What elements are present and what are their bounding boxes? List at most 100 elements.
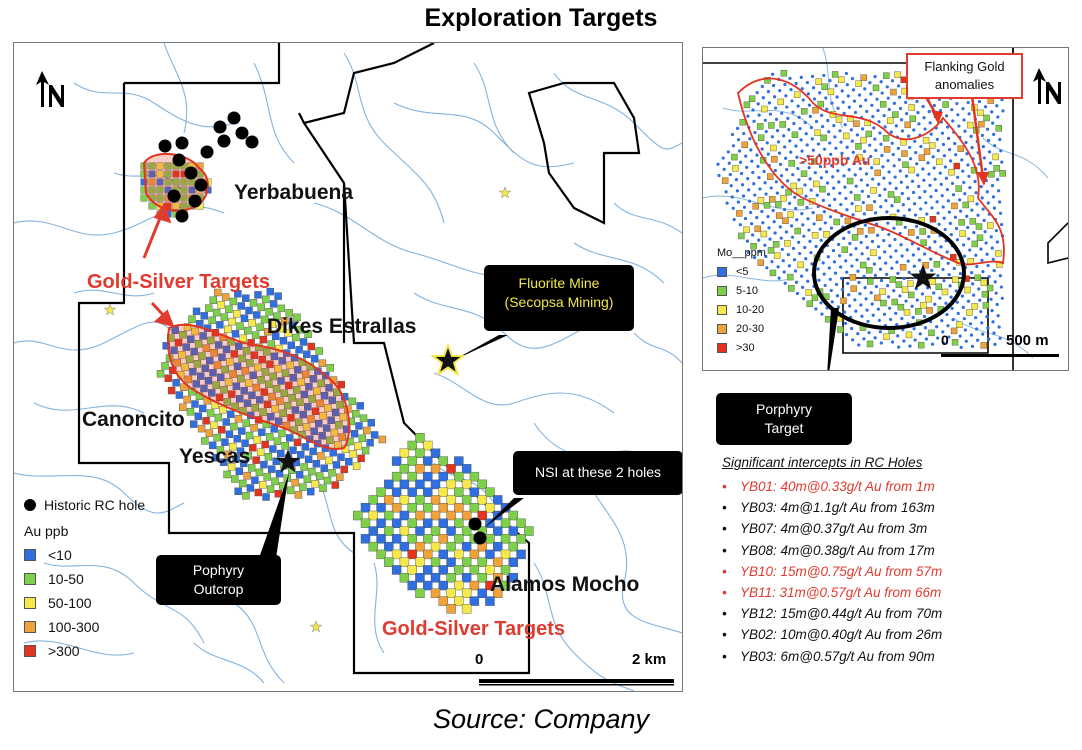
legend-label: <10 [48, 547, 72, 563]
inset-sample [835, 95, 839, 99]
inset-sample [891, 152, 895, 157]
inset-sample [833, 135, 837, 139]
alamos-sample [485, 580, 495, 591]
inset-sample [990, 246, 994, 250]
inset-sample [878, 330, 882, 334]
inset-sample [957, 124, 961, 128]
inset-sample [986, 326, 990, 330]
inset-sample [977, 287, 981, 291]
inset-sample [827, 130, 831, 134]
inset-sample [974, 253, 978, 257]
inset-sample [843, 185, 847, 189]
inset-sample [848, 241, 852, 246]
inset-sample [903, 225, 907, 229]
inset-sample [927, 110, 931, 114]
inset-sample [953, 141, 957, 146]
inset-map[interactable]: Flanking Gold anomalies >50ppb Au Mo__pp… [702, 47, 1069, 371]
inset-sample [734, 178, 739, 182]
canoncito-sample [174, 338, 183, 347]
canoncito-sample [244, 326, 252, 335]
inset-sample [846, 94, 850, 98]
canoncito-sample [200, 384, 208, 393]
inset-sample [905, 248, 909, 252]
inset-sample [849, 190, 853, 194]
inset-sample [993, 165, 1000, 172]
alamos-sample [461, 573, 472, 583]
callout-porphyry-line2: Outcrop [193, 581, 244, 597]
inset-sample [869, 92, 873, 96]
inset-sample [827, 266, 831, 270]
alamos-sample [438, 580, 448, 591]
inset-sample [925, 212, 929, 216]
alamos-sample [376, 518, 386, 528]
inset-sample [940, 319, 944, 323]
legend-item: <10 [24, 543, 145, 567]
alamos-sample [438, 487, 448, 497]
canoncito-sample [237, 302, 245, 310]
canoncito-sample [229, 297, 238, 306]
inset-sample [938, 296, 942, 300]
canoncito-sample [261, 440, 269, 449]
inset-legend-label: 5-10 [736, 284, 759, 297]
canoncito-sample [268, 465, 276, 473]
alamos-sample [399, 495, 410, 505]
canoncito-sample [226, 358, 234, 366]
alamos-sample [407, 503, 417, 513]
canoncito-sample [291, 406, 300, 414]
canoncito-sample [190, 347, 198, 356]
inset-sample [900, 191, 904, 196]
inset-sample [823, 283, 827, 288]
inset-legend-swatch [717, 304, 727, 315]
canoncito-sample [370, 431, 379, 439]
mo-geochem-grid [716, 70, 1006, 349]
inset-sample [962, 317, 966, 321]
inset-sample [795, 155, 799, 159]
inset-sample [919, 228, 926, 235]
main-map[interactable]: Yerbabuena Gold-Silver Targets Dikes Est… [13, 42, 683, 692]
alamos-sample [469, 580, 480, 591]
inset-sample [817, 278, 821, 282]
inset-sample [896, 84, 901, 88]
inset-legend-label: 20-30 [736, 322, 765, 335]
inset-sample [798, 127, 802, 131]
inset-sample [951, 202, 958, 210]
inset-sample [819, 185, 826, 193]
canoncito-sample [320, 391, 329, 400]
inset-sample [872, 126, 876, 130]
inset-sample [932, 103, 936, 108]
inset-sample [930, 268, 934, 273]
canoncito-sample [241, 367, 250, 375]
inset-sample [886, 221, 890, 225]
inset-sample [989, 297, 993, 301]
alamos-sample [500, 565, 511, 575]
inset-sample [757, 134, 765, 141]
inset-sample [1001, 109, 1005, 113]
inset-legend-swatch [717, 342, 727, 353]
alamos-sample [423, 580, 433, 591]
canoncito-sample [196, 372, 205, 380]
bullet-icon: • [722, 648, 727, 664]
inset-sample [949, 295, 953, 299]
alamos-sample [399, 448, 410, 458]
intercept-item: •YB10: 15m@0.75g/t Au from 57m [722, 561, 942, 582]
alamos-sample [454, 580, 464, 591]
inset-sample [905, 185, 910, 189]
inset-sample [893, 237, 897, 242]
canoncito-sample [231, 475, 239, 483]
inset-sample [974, 274, 982, 281]
alamos-sample [399, 479, 410, 490]
inset-sample [992, 206, 997, 210]
inset-sample [830, 163, 834, 168]
inset-sample [736, 126, 740, 131]
canoncito-sample [202, 344, 211, 352]
inset-sample [845, 145, 849, 149]
inset-sample [935, 325, 939, 329]
inset-sample [860, 74, 867, 81]
canoncito-sample [349, 450, 357, 458]
inset-sample [979, 247, 983, 251]
canoncito-sample [232, 455, 240, 463]
inset-sample [872, 262, 876, 266]
inset-sample [826, 255, 830, 259]
inset-sample [812, 107, 819, 114]
canoncito-sample [299, 483, 307, 491]
